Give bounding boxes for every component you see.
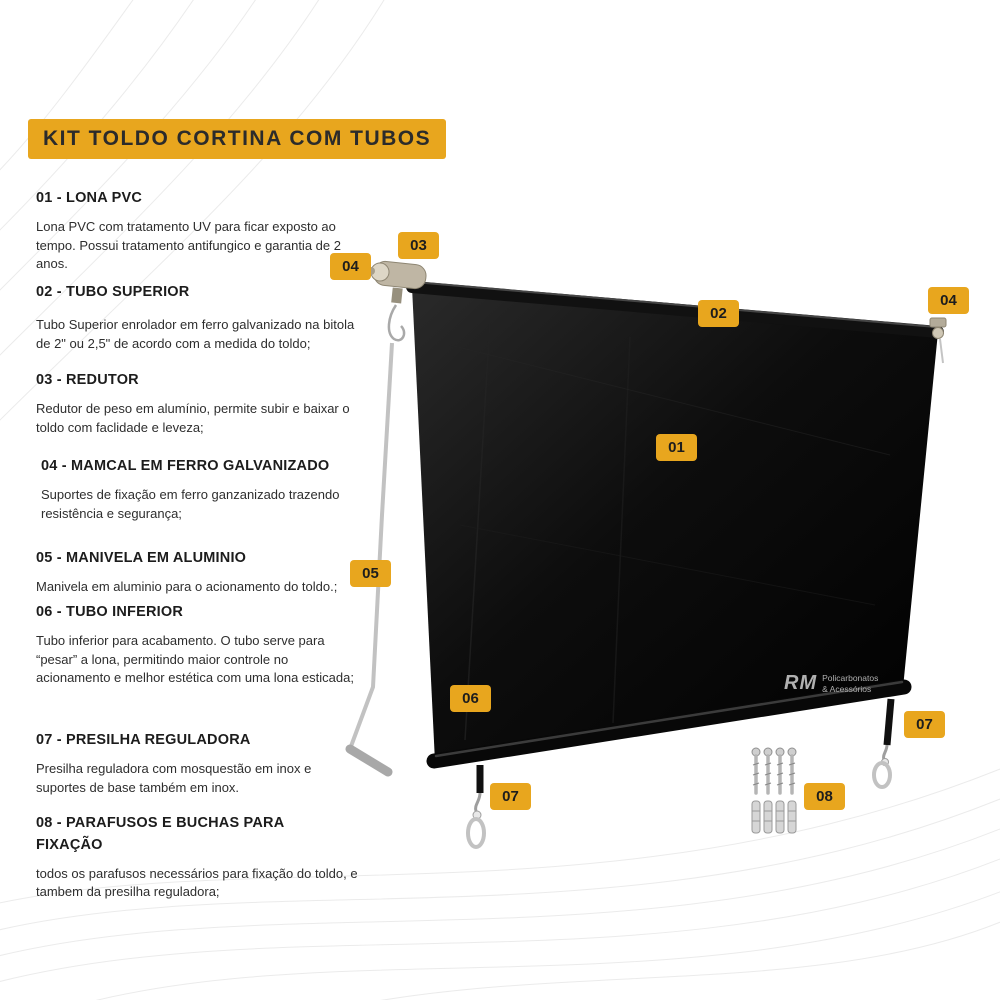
roller-end-bracket-left-icon — [367, 260, 427, 304]
info-item-04-mamcal: 04 - MAMCAL EM FERRO GALVANIZADO Suporte… — [36, 456, 358, 523]
page-title: KIT TOLDO CORTINA COM TUBOS — [28, 119, 447, 159]
item-03-body: Redutor de peso em alumínio, permite sub… — [36, 400, 350, 435]
item-05-heading: 05 - MANIVELA EM ALUMINIO — [36, 550, 247, 566]
item-06-body: Tubo inferior para acabamento. O tubo se… — [36, 632, 354, 686]
callout-04-bracket-right: 04 — [928, 287, 969, 314]
callout-04-bracket-left: 04 — [330, 253, 371, 280]
info-item-07-presilha: 07 - PRESILHA REGULADORA Presilha regula… — [36, 730, 358, 797]
item-06-heading: 06 - TUBO INFERIOR — [36, 604, 183, 620]
strap-clasp-left-icon — [466, 765, 486, 849]
crank-handle-icon — [345, 342, 394, 777]
reducer-hook-icon — [387, 304, 406, 342]
item-02-body: Tubo Superior enrolador em ferro galvani… — [36, 316, 355, 351]
item-08-body: todos os parafusos necessários para fixa… — [36, 865, 358, 900]
info-item-06-tubo-inferior: 06 - TUBO INFERIOR Tubo inferior para ac… — [36, 602, 358, 688]
item-01-heading: 01 - LONA PVC — [36, 190, 142, 206]
callout-08-screws: 08 — [804, 783, 845, 810]
item-08-heading: 08 - PARAFUSOS E BUCHAS PARA FIXAÇÃO — [36, 815, 284, 853]
info-item-08-parafusos: 08 - PARAFUSOS E BUCHAS PARA FIXAÇÃO tod… — [36, 813, 358, 902]
brand-text: Policarbonatos & Acessórios — [822, 673, 878, 693]
item-04-body: Suportes de fixação em ferro ganzanizado… — [41, 486, 340, 521]
strap-clasp-right-icon — [872, 698, 895, 789]
info-item-02-tubo-superior: 02 - TUBO SUPERIOR Tubo Superior enrolad… — [36, 282, 358, 353]
info-item-03-redutor: 03 - REDUTOR Redutor de peso em alumínio… — [36, 370, 358, 437]
bracket-right-icon — [929, 317, 947, 364]
brand-line1: Policarbonatos — [822, 673, 879, 684]
brand-line2: & Acessórios — [822, 683, 872, 694]
item-05-body: Manivela em aluminio para o acionamento … — [36, 578, 338, 594]
callout-07-clasp-left: 07 — [490, 783, 531, 810]
callout-06-bottom-tube: 06 — [450, 685, 491, 712]
callout-02-top-tube: 02 — [698, 300, 739, 327]
callout-07-clasp-right: 07 — [904, 711, 945, 738]
bottom-tube-icon — [426, 679, 912, 769]
item-04-heading: 04 - MAMCAL EM FERRO GALVANIZADO — [41, 458, 330, 474]
screws-and-plugs-icon — [751, 747, 797, 834]
top-roller-tube-icon — [406, 281, 944, 338]
callout-03-reducer: 03 — [398, 232, 439, 259]
callout-05-crank: 05 — [350, 560, 391, 587]
item-02-heading: 02 - TUBO SUPERIOR — [36, 284, 190, 300]
item-07-heading: 07 - PRESILHA REGULADORA — [36, 732, 251, 748]
info-item-05-manivela: 05 - MANIVELA EM ALUMINIO Manivela em al… — [36, 548, 358, 597]
canvas-lona — [412, 287, 938, 762]
brand-initials: RM — [784, 672, 818, 694]
item-07-body: Presilha reguladora com mosquestão em in… — [36, 760, 312, 795]
info-item-01-lona-pvc: 01 - LONA PVC Lona PVC com tratamento UV… — [36, 188, 358, 274]
product-illustration — [345, 260, 947, 849]
item-03-heading: 03 - REDUTOR — [36, 372, 139, 388]
callout-01-canvas: 01 — [656, 434, 697, 461]
item-01-body: Lona PVC com tratamento UV para ficar ex… — [36, 218, 341, 272]
brand-watermark: RM Policarbonatos & Acessórios — [784, 672, 878, 695]
